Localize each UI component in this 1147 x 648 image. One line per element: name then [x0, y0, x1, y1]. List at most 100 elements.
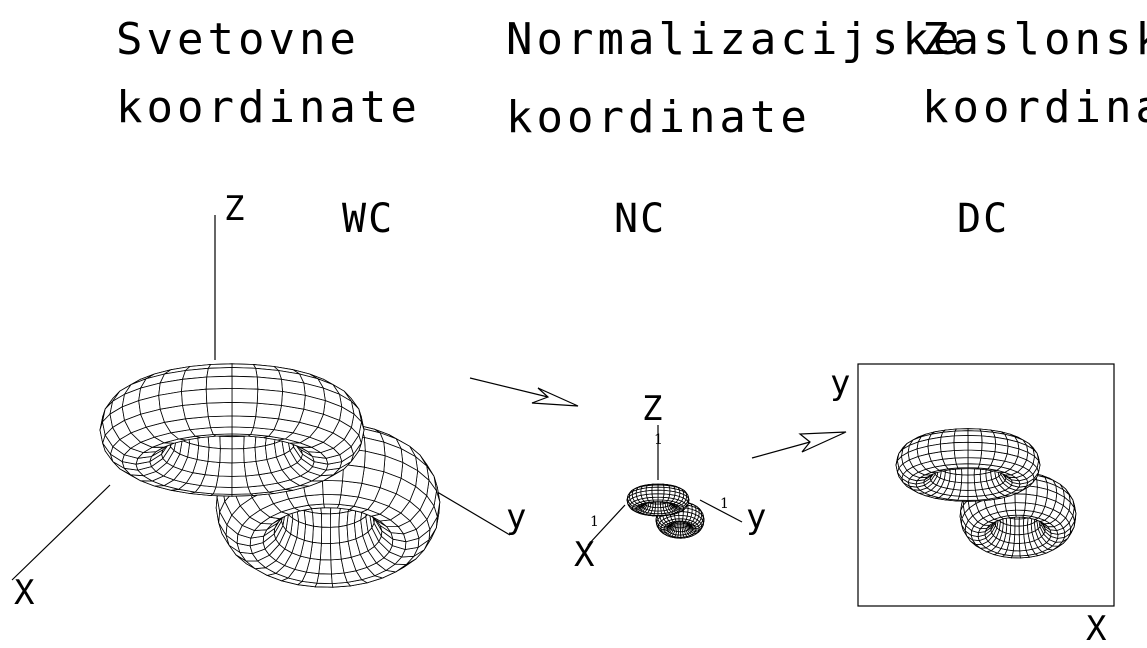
torus-mesh-facet — [669, 490, 676, 496]
torus-mesh-facet — [340, 480, 363, 498]
torus-mesh-facet — [953, 430, 969, 437]
torus-mesh-facet — [981, 442, 997, 453]
torus-mesh-facet — [338, 524, 349, 544]
torus-mesh-facet — [212, 486, 233, 495]
torus-mesh-facet — [329, 526, 340, 545]
title-world-line1: Svetovne — [116, 14, 360, 65]
dc-x-label: X — [1086, 609, 1107, 648]
torus-mesh-facet — [322, 493, 342, 505]
torus-mesh-facet — [196, 445, 210, 462]
torus-mesh-facet — [1025, 493, 1038, 505]
torus-mesh-facet — [953, 449, 969, 459]
torus-mesh-facet — [206, 401, 233, 418]
arrow-nc-to-dc — [751, 431, 847, 459]
title-world-line2: koordinate — [116, 82, 421, 133]
torus-mesh-facet — [967, 441, 983, 451]
title-device-line2: koordinate — [922, 82, 1147, 133]
nc-x-axis — [587, 504, 626, 546]
torus-mesh-facet — [210, 426, 233, 435]
torus-mesh-facet — [954, 457, 969, 465]
torus-mesh-facet — [215, 475, 233, 488]
torus-mesh-facet — [640, 490, 647, 496]
torus-mesh-facet — [255, 402, 282, 420]
torus-mesh-facet — [219, 435, 233, 450]
torus-mesh-facet — [206, 367, 233, 378]
torus-mesh-facet — [318, 559, 332, 575]
torus-mesh-facet — [1004, 502, 1016, 512]
torus-mesh-facet — [322, 479, 343, 496]
torus-mesh-facet — [682, 511, 689, 517]
torus-mesh-facet — [219, 448, 233, 464]
torus-mesh-facet — [231, 486, 252, 495]
nc-torus-front — [626, 483, 690, 517]
torus-mesh-facet — [243, 447, 257, 463]
torus-mesh-facet — [231, 367, 258, 378]
torus-mesh-facet — [217, 462, 233, 477]
torus-mesh-facet — [1014, 493, 1027, 504]
dc-viewport-frame — [857, 363, 1115, 607]
torus-mesh-facet — [939, 442, 955, 453]
torus-mesh-facet — [663, 489, 671, 495]
torus-mesh-facet — [304, 493, 325, 506]
nc-y-unit: 1 — [720, 496, 729, 512]
torus-mesh-facet — [320, 513, 331, 528]
torus-mesh-facet — [1014, 502, 1026, 511]
torus-mesh-facet — [231, 401, 258, 418]
torus-mesh-facet — [319, 542, 332, 561]
abbr-wc: WC — [342, 196, 394, 242]
torus-mesh-facet — [967, 430, 983, 437]
torus-mesh-facet — [312, 512, 323, 528]
nc-x-unit: 1 — [590, 514, 599, 530]
torus-mesh-facet — [254, 445, 268, 462]
nc-y-axis — [699, 499, 743, 523]
torus-mesh-facet — [320, 526, 331, 545]
torus-mesh-facet — [207, 415, 233, 429]
wc-x-axis — [11, 484, 111, 581]
torus-mesh-facet — [967, 435, 983, 444]
torus-mesh-facet — [207, 447, 221, 463]
torus-mesh-facet — [243, 434, 257, 450]
torus-mesh-facet — [231, 475, 249, 488]
wc-z-label: Z — [224, 189, 244, 229]
torus-mesh-facet — [231, 448, 245, 464]
torus-mesh-facet — [1035, 495, 1048, 507]
torus-mesh-facet — [927, 443, 942, 455]
torus-mesh-facet — [256, 388, 283, 406]
title-normalized-line1: Normalizacijske — [506, 14, 963, 65]
torus-mesh-facet — [657, 489, 665, 495]
torus-mesh-facet — [967, 457, 982, 465]
torus-mesh-facet — [231, 435, 245, 450]
torus-mesh-facet — [316, 573, 333, 585]
nc-z-unit: 1 — [654, 432, 663, 448]
torus-mesh-facet — [961, 467, 969, 476]
wc-x-label: X — [14, 573, 35, 613]
torus-mesh-facet — [207, 434, 221, 450]
dc-torus-front — [895, 428, 1041, 502]
nc-z-label: Z — [642, 389, 662, 429]
nc-x-label: X — [574, 535, 595, 575]
torus-mesh-facet — [205, 375, 233, 390]
torus-mesh-facet — [967, 467, 975, 476]
torus-mesh-facet — [1015, 509, 1026, 516]
torus-mesh-facet — [1014, 525, 1020, 536]
abbr-nc: NC — [614, 196, 666, 242]
torus-mesh-facet — [182, 402, 209, 420]
wc-torus-back — [215, 422, 441, 588]
torus-mesh-facet — [312, 525, 323, 544]
torus-mesh-facet — [231, 375, 259, 390]
dc-y-label: y — [830, 363, 850, 403]
torus-mesh-facet — [329, 512, 340, 528]
torus-mesh-facet — [1014, 518, 1020, 527]
title-device-line1: Zaslonske — [922, 14, 1147, 65]
torus-mesh-facet — [967, 474, 975, 484]
title-normalized-line2: koordinate — [506, 92, 811, 143]
nc-y-label: y — [746, 497, 766, 537]
torus-mesh-facet — [994, 443, 1009, 455]
torus-mesh-facet — [651, 489, 659, 495]
torus-mesh-facet — [181, 388, 208, 406]
torus-mesh-facet — [967, 449, 983, 459]
abbr-dc: DC — [957, 196, 1009, 242]
torus-mesh-facet — [231, 462, 247, 477]
